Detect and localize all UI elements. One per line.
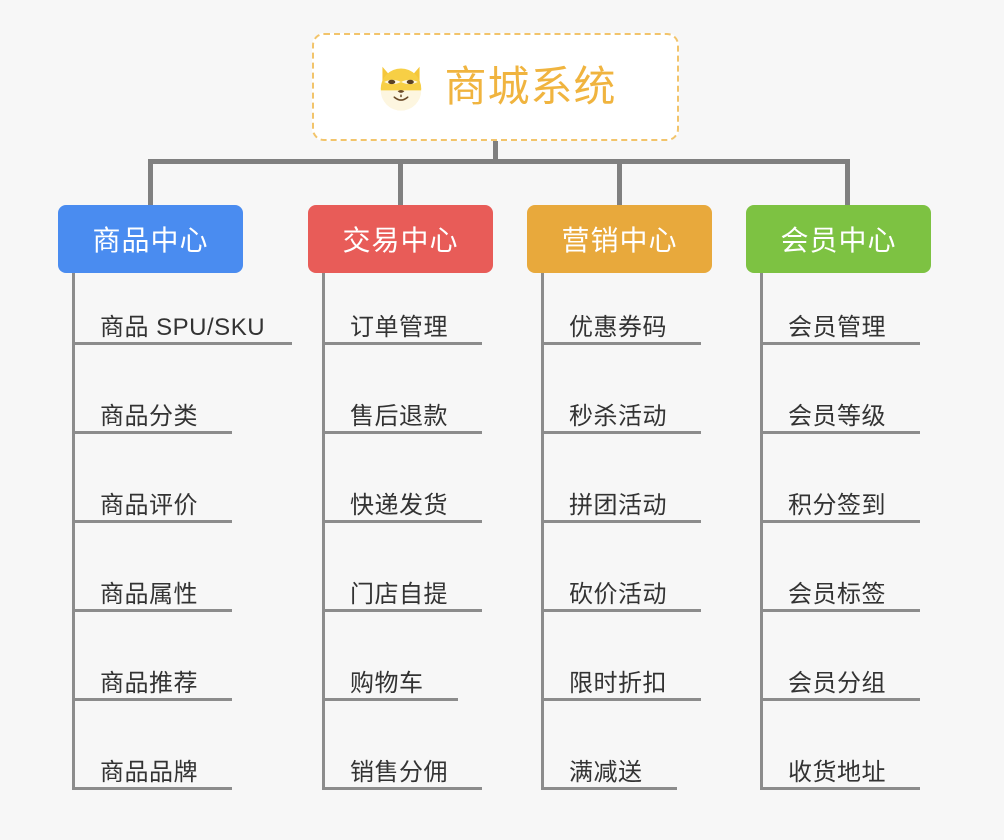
leaf-item[interactable]: 售后退款 <box>322 390 482 434</box>
root-node[interactable]: 商城系统 <box>312 33 679 141</box>
leaf-item[interactable]: 购物车 <box>322 657 458 701</box>
leaf-label: 会员等级 <box>788 402 886 430</box>
branch-spine <box>322 273 325 790</box>
leaf-label: 收货地址 <box>788 758 886 786</box>
leaf-item[interactable]: 拼团活动 <box>541 479 701 523</box>
drop-connector-2 <box>398 159 403 205</box>
leaf-label: 商品分类 <box>100 402 198 430</box>
branch-header-label: 商品中心 <box>92 225 209 256</box>
leaf-item[interactable]: 会员标签 <box>760 568 920 612</box>
leaf-item[interactable]: 商品 SPU/SKU <box>72 301 292 345</box>
branch-header-label: 会员中心 <box>780 225 897 256</box>
leaf-label: 砍价活动 <box>569 580 667 608</box>
leaf-label: 商品推荐 <box>100 669 198 697</box>
leaf-item[interactable]: 订单管理 <box>322 301 482 345</box>
branch-header-trade-center[interactable]: 交易中心 <box>308 205 493 273</box>
leaf-item[interactable]: 满减送 <box>541 746 677 790</box>
leaf-label: 购物车 <box>350 669 424 697</box>
leaf-label: 会员标签 <box>788 580 886 608</box>
root-stem-connector <box>493 141 498 163</box>
leaf-label: 快递发货 <box>350 491 448 519</box>
leaf-item[interactable]: 积分签到 <box>760 479 920 523</box>
drop-connector-4 <box>845 159 850 205</box>
leaf-item[interactable]: 门店自提 <box>322 568 482 612</box>
leaf-item[interactable]: 优惠券码 <box>541 301 701 345</box>
leaf-label: 销售分佣 <box>350 758 448 786</box>
shiba-dog-face-icon <box>381 66 422 111</box>
root-title: 商城系统 <box>444 63 617 110</box>
leaf-item[interactable]: 商品属性 <box>72 568 232 612</box>
leaf-label: 商品品牌 <box>100 758 198 786</box>
branch-header-label: 营销中心 <box>561 225 678 256</box>
leaf-label: 拼团活动 <box>569 491 667 519</box>
leaf-label: 限时折扣 <box>569 669 667 697</box>
leaf-item[interactable]: 砍价活动 <box>541 568 701 612</box>
branch-header-marketing-center[interactable]: 营销中心 <box>527 205 712 273</box>
leaf-item[interactable]: 限时折扣 <box>541 657 701 701</box>
branch-spine <box>72 273 75 790</box>
leaf-label: 订单管理 <box>350 313 448 341</box>
horizontal-bus-connector <box>148 159 850 164</box>
leaf-item[interactable]: 收货地址 <box>760 746 920 790</box>
drop-connector-1 <box>148 159 153 205</box>
leaf-item[interactable]: 商品分类 <box>72 390 232 434</box>
leaf-item[interactable]: 会员分组 <box>760 657 920 701</box>
leaf-label: 商品 SPU/SKU <box>100 313 266 341</box>
leaf-label: 商品评价 <box>100 491 198 519</box>
leaf-label: 秒杀活动 <box>569 402 667 430</box>
leaf-item[interactable]: 销售分佣 <box>322 746 482 790</box>
leaf-label: 售后退款 <box>350 402 448 430</box>
leaf-item[interactable]: 秒杀活动 <box>541 390 701 434</box>
leaf-item[interactable]: 快递发货 <box>322 479 482 523</box>
branch-header-label: 交易中心 <box>342 225 459 256</box>
leaf-label: 优惠券码 <box>569 313 667 341</box>
leaf-item[interactable]: 会员管理 <box>760 301 920 345</box>
leaf-label: 门店自提 <box>350 580 448 608</box>
drop-connector-3 <box>617 159 622 205</box>
leaf-label: 满减送 <box>569 758 643 786</box>
leaf-item[interactable]: 商品品牌 <box>72 746 232 790</box>
leaf-label: 会员分组 <box>788 669 886 697</box>
leaf-item[interactable]: 商品评价 <box>72 479 232 523</box>
branch-header-product-center[interactable]: 商品中心 <box>58 205 243 273</box>
leaf-label: 商品属性 <box>100 580 198 608</box>
branch-spine <box>760 273 763 790</box>
branch-spine <box>541 273 544 790</box>
leaf-label: 积分签到 <box>788 491 886 519</box>
leaf-item[interactable]: 会员等级 <box>760 390 920 434</box>
leaf-item[interactable]: 商品推荐 <box>72 657 232 701</box>
branch-header-member-center[interactable]: 会员中心 <box>746 205 931 273</box>
leaf-label: 会员管理 <box>788 313 886 341</box>
